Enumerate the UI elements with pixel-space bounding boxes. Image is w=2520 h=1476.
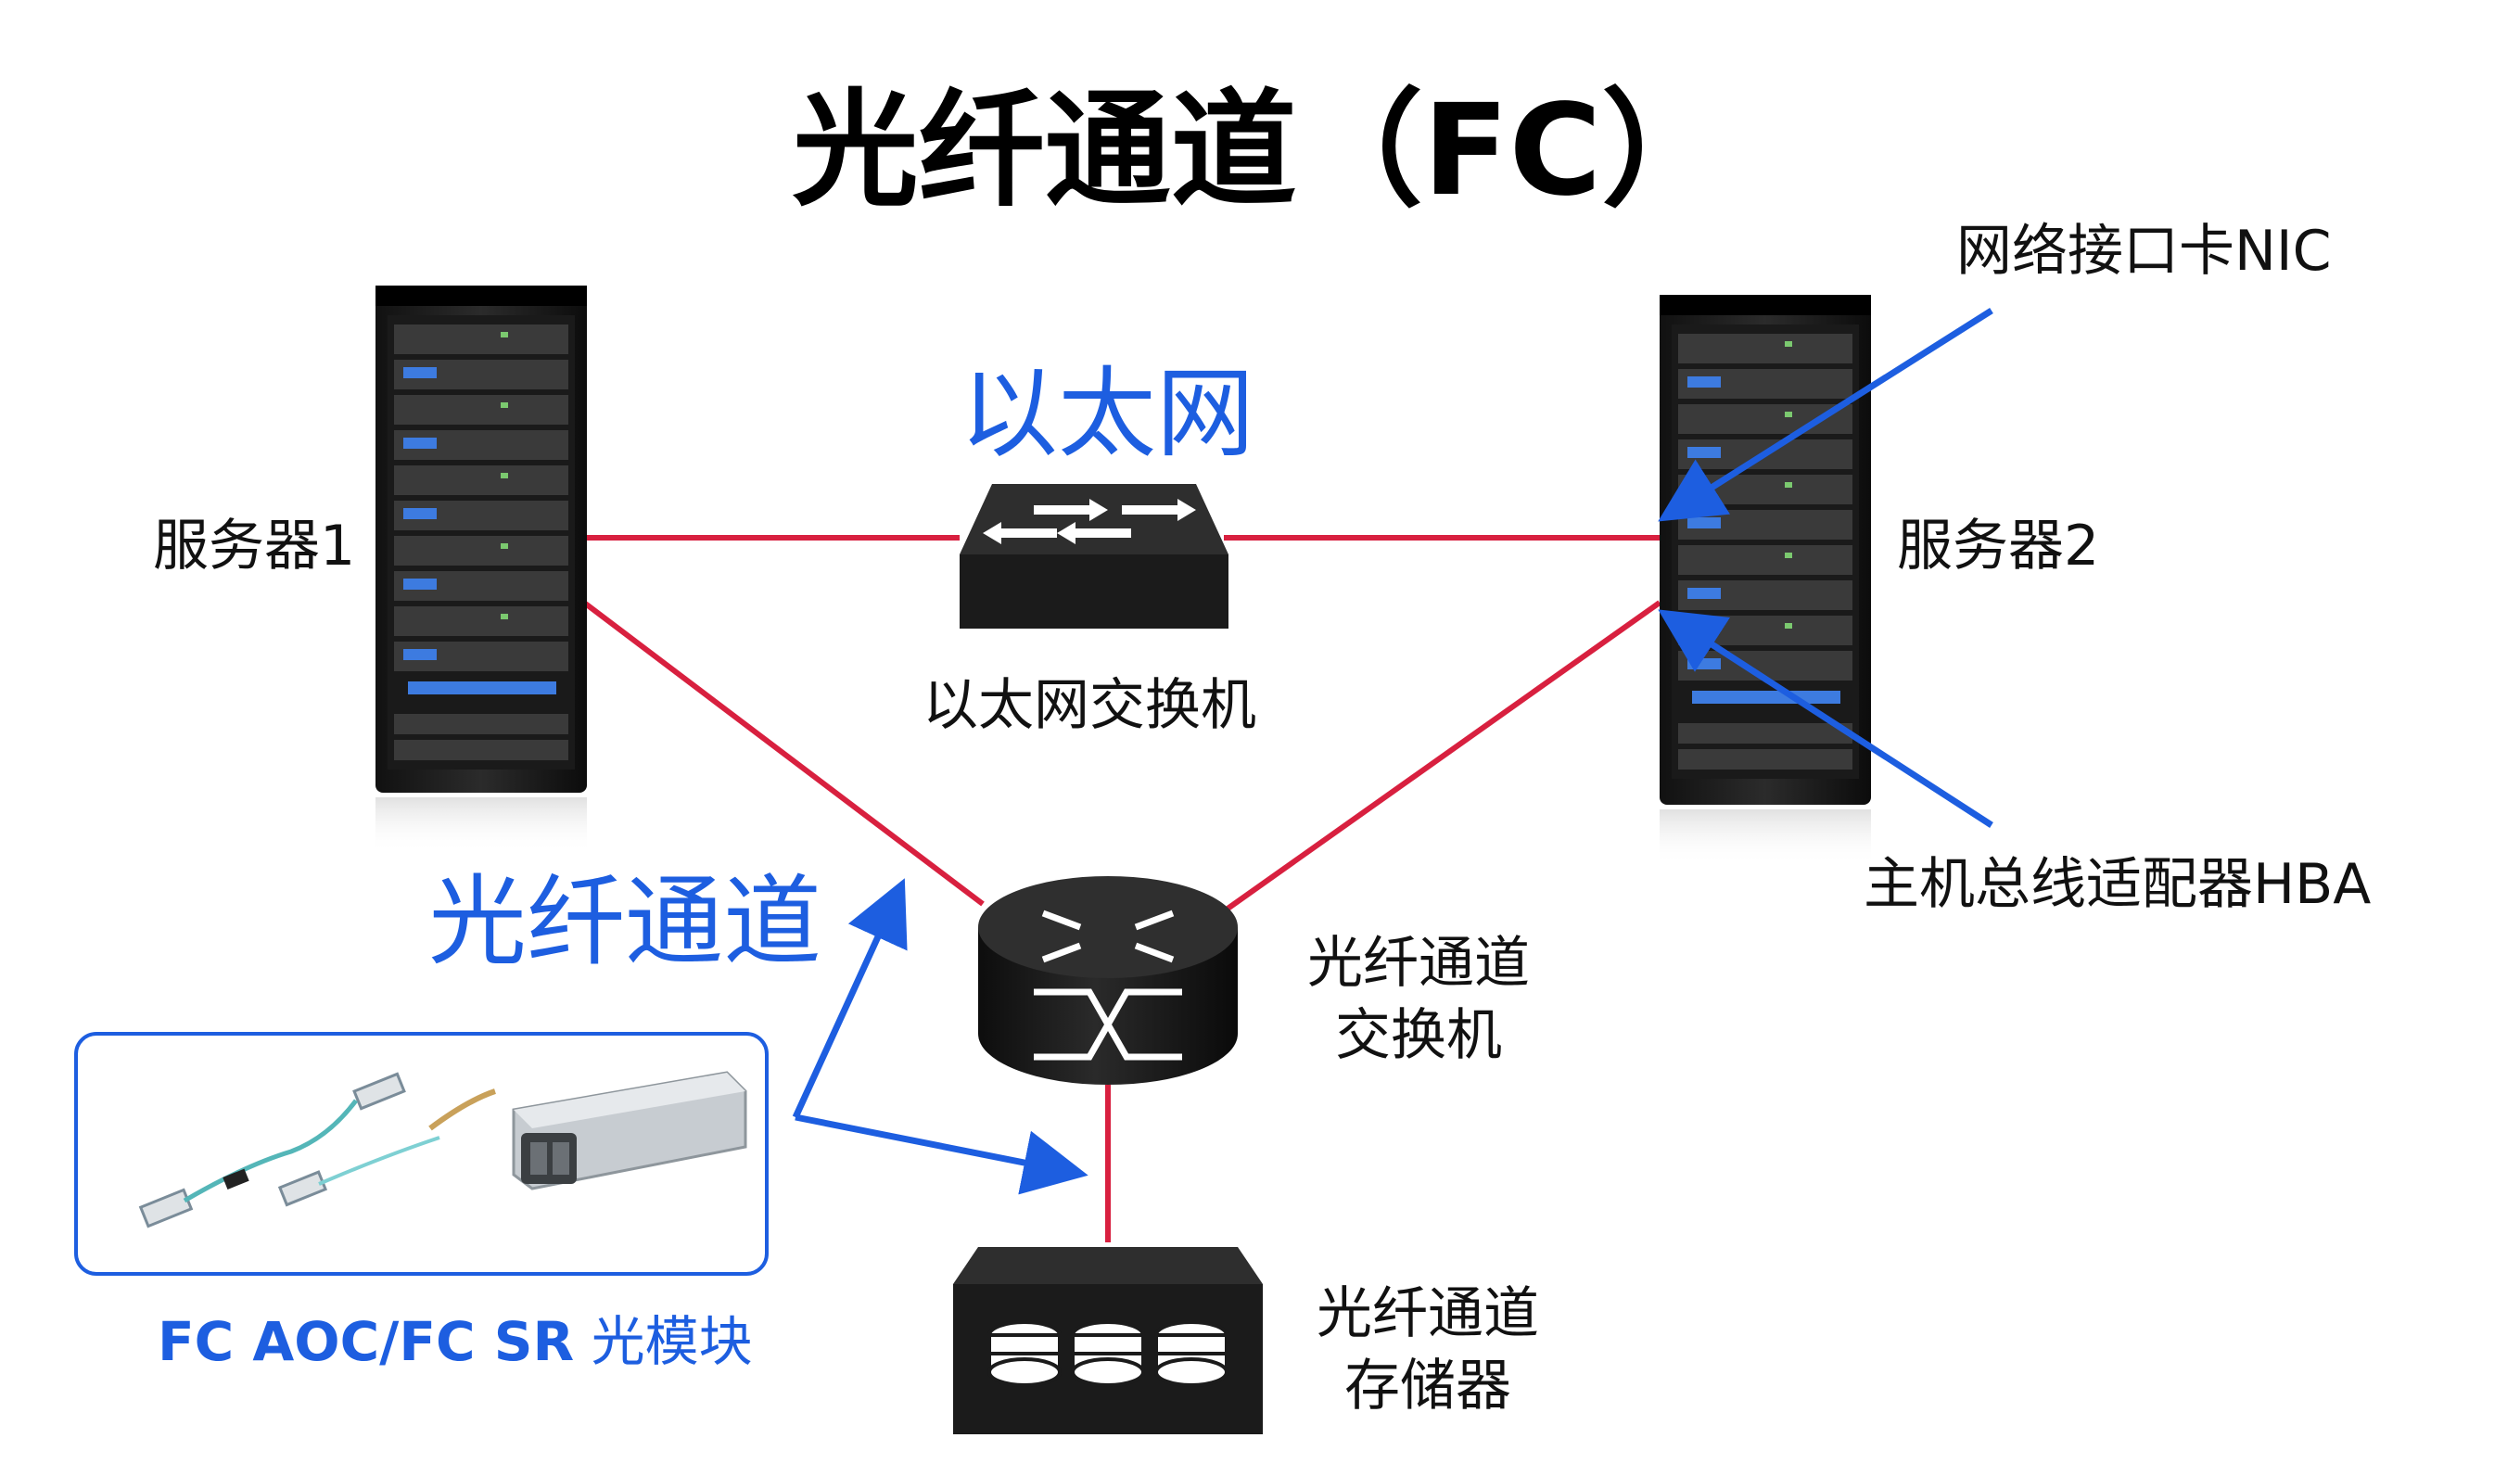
optical-module-icon (138, 1071, 747, 1228)
ethernet-switch-icon (960, 484, 1228, 629)
module-caption-bold: FC AOC/FC SR (158, 1310, 575, 1373)
arrow-module-switch (795, 1113, 1088, 1195)
fc-storage-label-line2: 存储器 (1344, 1354, 1511, 1419)
arrow-nic (1658, 308, 1993, 522)
server1-label: 服务器1 (153, 514, 356, 579)
arrow-module-fc (792, 878, 908, 1119)
server2-label: 服务器2 (1897, 514, 2100, 579)
fc-storage-label-line1: 光纤通道 (1317, 1281, 1539, 1346)
fibre-channel-label: 光纤通道 (428, 865, 821, 979)
server2-rack-icon (1660, 295, 1871, 865)
module-caption-rest: 光模块 (574, 1310, 753, 1373)
fc-storage-label: 光纤通道 存储器 (1307, 1278, 1548, 1422)
optical-module-panel (74, 1032, 769, 1276)
server1-rack-icon (375, 286, 587, 853)
page-title: 光纤通道（FC） (792, 78, 1728, 224)
links (582, 535, 1661, 1242)
link-server1-fcswitch (582, 600, 985, 907)
fc-switch-icon (978, 876, 1238, 1085)
fc-switch-label: 光纤通道 交换机 (1298, 927, 1539, 1072)
link-server2-fcswitch (1213, 600, 1661, 921)
arrow-hba (1658, 609, 1993, 828)
nic-label: 网络接口卡NIC (1956, 219, 2332, 284)
hba-label: 主机总线适配器HBA (1864, 852, 2372, 917)
fc-switch-label-line2: 交换机 (1335, 1003, 1502, 1068)
ethernet-switch-label: 以太网交换机 (923, 673, 1256, 738)
fc-switch-label-line1: 光纤通道 (1307, 931, 1530, 996)
module-caption: FC AOC/FC SR 光模块 (158, 1298, 753, 1376)
ethernet-label: 以太网 (960, 357, 1254, 471)
blue-arrows (792, 308, 1993, 1195)
storage-icon (953, 1247, 1263, 1434)
